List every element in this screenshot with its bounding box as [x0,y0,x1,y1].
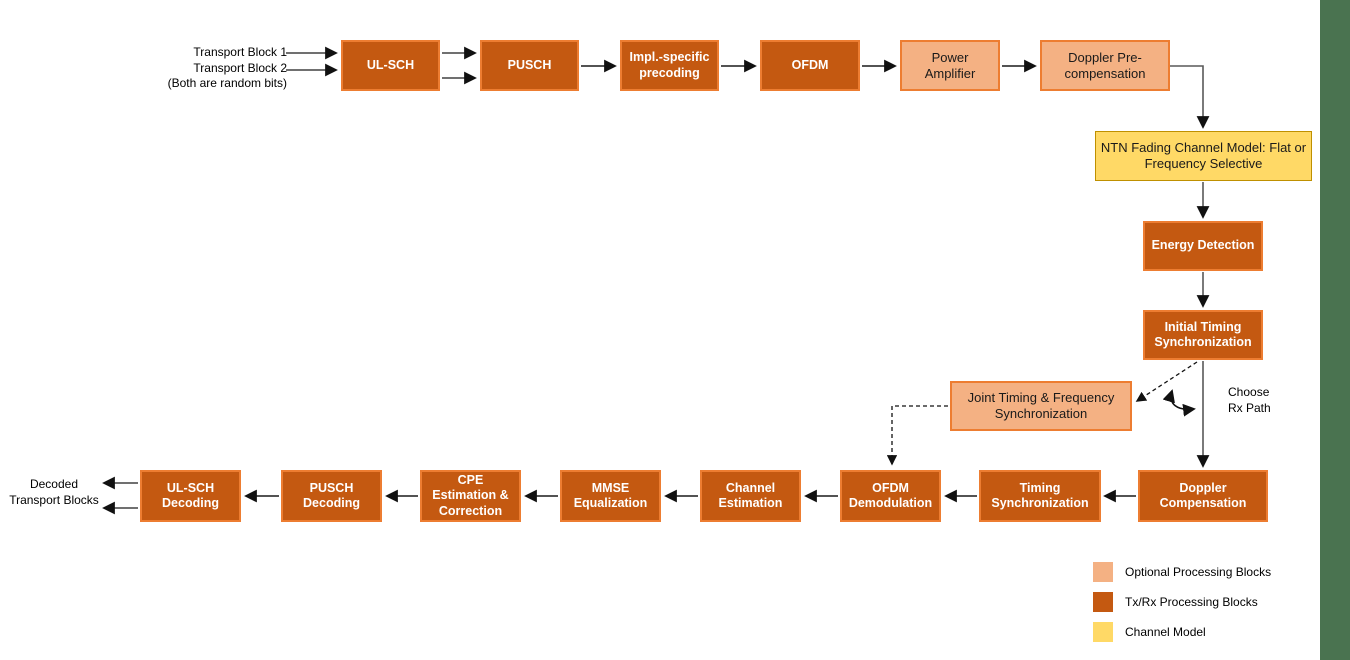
legend-item-optional: Optional Processing Blocks [1093,562,1271,582]
block-doppler-pre-compensation: Doppler Pre-compensation [1040,40,1170,91]
transport-block-1-label: Transport Block 1 [193,45,287,59]
block-ntn-fading-channel-model: NTN Fading Channel Model: Flat or Freque… [1095,131,1312,181]
dashed-arrow-inittiming-jointsync [1135,361,1198,402]
dashed-arrow-jointsync-ofdmdemod [886,405,948,466]
legend-label-txrx: Tx/Rx Processing Blocks [1125,595,1258,609]
green-edge-bar [1320,0,1350,660]
block-power-amplifier: Power Amplifier [900,40,1000,91]
block-joint-timing-frequency-synchronization: Joint Timing & Frequency Synchronization [950,381,1132,431]
legend-label-channel: Channel Model [1125,625,1206,639]
block-ulsch-decoding: UL-SCH Decoding [140,470,241,522]
choose-rx-path-switch-arrow [1162,389,1196,417]
block-ofdm-demodulation: OFDM Demodulation [840,470,941,522]
legend-item-channel: Channel Model [1093,622,1206,642]
block-doppler-compensation: Doppler Compensation [1138,470,1268,522]
block-cpe-estimation-correction: CPE Estimation & Correction [420,470,521,522]
choose-rx-path-label: Choose Rx Path [1228,385,1271,415]
block-ulsch: UL-SCH [341,40,440,91]
legend-chip-txrx [1093,592,1113,612]
block-pusch-decoding: PUSCH Decoding [281,470,382,522]
block-pusch: PUSCH [480,40,579,91]
decoded-transport-blocks-label: Decoded Transport Blocks [9,477,99,507]
legend-label-optional: Optional Processing Blocks [1125,565,1272,579]
legend-item-txrx: Tx/Rx Processing Blocks [1093,592,1258,612]
block-impl-specific-precoding: Impl.-specific precoding [620,40,719,91]
block-mmse-equalization: MMSE Equalization [560,470,661,522]
legend-chip-channel [1093,622,1113,642]
block-initial-timing-synchronization: Initial Timing Synchronization [1143,310,1263,360]
transport-block-inputs: Transport Block 1 Transport Block 2 (Bot… [120,45,287,92]
block-ofdm: OFDM [760,40,860,91]
block-timing-synchronization: Timing Synchronization [979,470,1101,522]
legend-chip-optional [1093,562,1113,582]
arrow-dopplerprecomp-ntn [1170,65,1210,129]
transport-block-2-label: Transport Block 2 [193,60,287,75]
random-bits-note: (Both are random bits) [167,76,287,91]
block-channel-estimation: Channel Estimation [700,470,801,522]
block-energy-detection: Energy Detection [1143,221,1263,271]
